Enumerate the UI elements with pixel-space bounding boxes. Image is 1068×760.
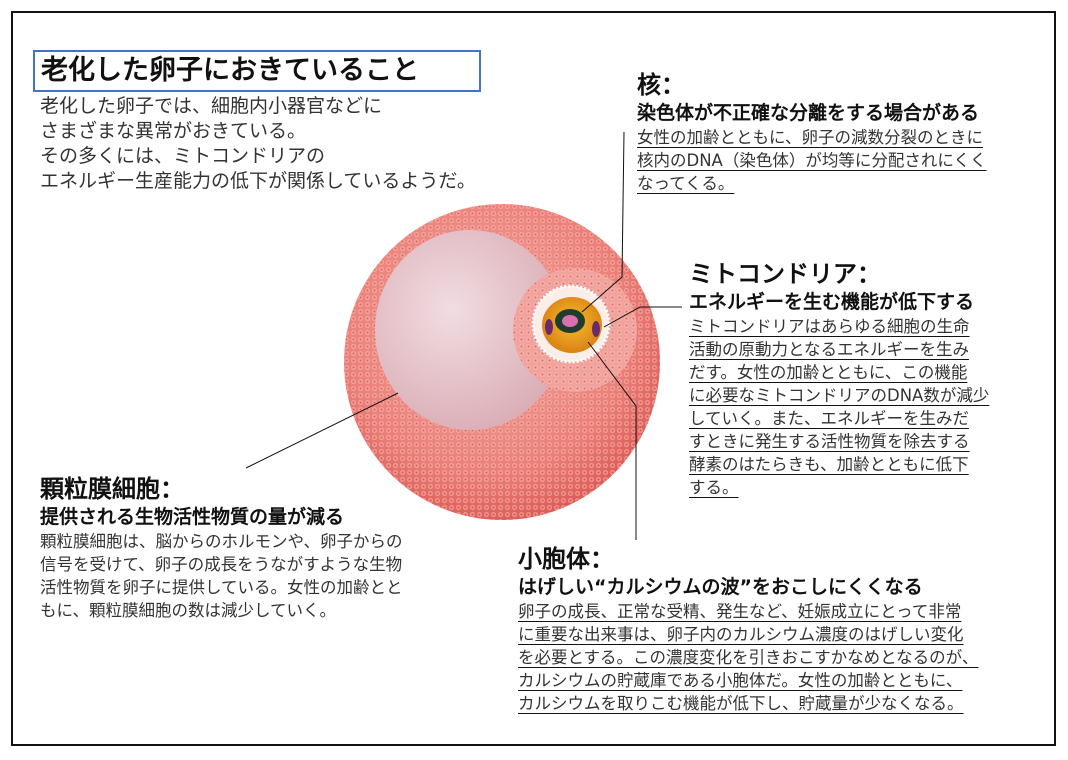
intro-line: その多くには、ミトコンドリアの	[40, 145, 326, 167]
body-line: 顆粒膜細胞は、脳からのホルモンや、卵子からの	[40, 532, 403, 551]
granulosa-section: 顆粒膜細胞： 提供される生物活性物質の量が減る 顆粒膜細胞は、脳からのホルモンや…	[40, 474, 403, 622]
vesicle-section: 小胞体： はげしい“カルシウムの波”をおこしにくくなる 卵子の成長、正常な受精、…	[518, 544, 978, 715]
nucleus-heading: 核：	[637, 71, 685, 99]
vesicle-leader-line	[587, 341, 637, 540]
body-line: 核内のDNA（染色体）が均等に分配されにくく	[637, 151, 987, 170]
body-line: を必要とする。この濃度変化を引きおこすかなめとなるのが、	[518, 648, 979, 667]
mitochondria-leader-line	[603, 306, 682, 328]
body-line: する。	[689, 478, 739, 497]
granulosa-heading: 顆粒膜細胞：	[40, 475, 184, 503]
body-line: 活動の原動力となるエネルギーを生み	[689, 340, 970, 359]
body-line: すときに発生する活性物質を除去する	[689, 432, 970, 451]
body-line: 酵素のはたらきも、加齢とともに低下	[689, 455, 969, 474]
vesicle-body: 卵子の成長、正常な受精、発生など、妊娠成立にとって非常 に重要な出来事は、卵子内…	[518, 600, 978, 715]
granulosa-leader-line	[245, 392, 399, 469]
mitochondria-subheading: エネルギーを生む機能が低下する	[689, 291, 975, 313]
vesicle-heading: 小胞体：	[518, 545, 614, 573]
body-line: 信号を受けて、卵子の成長をうながすような生物	[40, 555, 403, 574]
nucleus-body: 女性の加齢とともに、卵子の減数分裂のときに 核内のDNA（染色体）が均等に分配さ…	[637, 126, 987, 195]
intro-text: 老化した卵子では、細胞内小器官などに さまざまな異常がおきている。 その多くには…	[40, 94, 476, 194]
intro-line: エネルギー生産能力の低下が関係しているようだ。	[40, 170, 476, 192]
nucleus-leader-line	[581, 131, 625, 313]
mitochondria-section: ミトコンドリア： エネルギーを生む機能が低下する ミトコンドリアはあらゆる細胞の…	[689, 259, 989, 499]
body-line: なってくる。	[637, 174, 735, 193]
intro-line: さまざまな異常がおきている。	[40, 120, 307, 142]
body-line: 女性の加齢とともに、卵子の減数分裂のときに	[637, 128, 984, 147]
granulosa-body: 顆粒膜細胞は、脳からのホルモンや、卵子からの 信号を受けて、卵子の成長をうながす…	[40, 530, 403, 622]
page-title: 老化した卵子におきていること	[33, 50, 481, 92]
vesicle-subheading: はげしい“カルシウムの波”をおこしにくくなる	[518, 576, 923, 598]
mitochondria-heading: ミトコンドリア：	[689, 260, 881, 288]
body-line: 活性物質を卵子に提供している。女性の加齢とと	[40, 578, 403, 597]
intro-line: 老化した卵子では、細胞内小器官などに	[40, 95, 383, 117]
body-line: だす。女性の加齢とともに、この機能	[689, 363, 968, 382]
body-line: もに、顆粒膜細胞の数は減少していく。	[40, 601, 337, 620]
egg-cavity	[375, 230, 565, 430]
body-line: カルシウムの貯蔵庫である小胞体だ。女性の加齢とともに、	[518, 671, 963, 690]
body-line: カルシウムを取りこむ機能が低下し、貯蔵量が少なくなる。	[518, 694, 964, 713]
body-line: に必要なミトコンドリアのDNA数が減少	[689, 386, 990, 405]
nucleus-subheading: 染色体が不正確な分離をする場合がある	[637, 102, 980, 124]
body-line: に重要な出来事は、卵子内のカルシウム濃度のはげしい変化	[518, 625, 964, 644]
body-line: していく。また、エネルギーを生みだ	[689, 409, 970, 428]
page-frame	[11, 11, 1056, 746]
body-line: 卵子の成長、正常な受精、発生など、妊娠成立にとって非常	[518, 602, 962, 621]
body-line: ミトコンドリアはあらゆる細胞の生命	[689, 317, 970, 336]
nucleus-section: 核： 染色体が不正確な分離をする場合がある 女性の加齢とともに、卵子の減数分裂の…	[637, 70, 987, 195]
granulosa-subheading: 提供される生物活性物質の量が減る	[40, 506, 345, 528]
mitochondria-body: ミトコンドリアはあらゆる細胞の生命 活動の原動力となるエネルギーを生み だす。女…	[689, 315, 989, 499]
